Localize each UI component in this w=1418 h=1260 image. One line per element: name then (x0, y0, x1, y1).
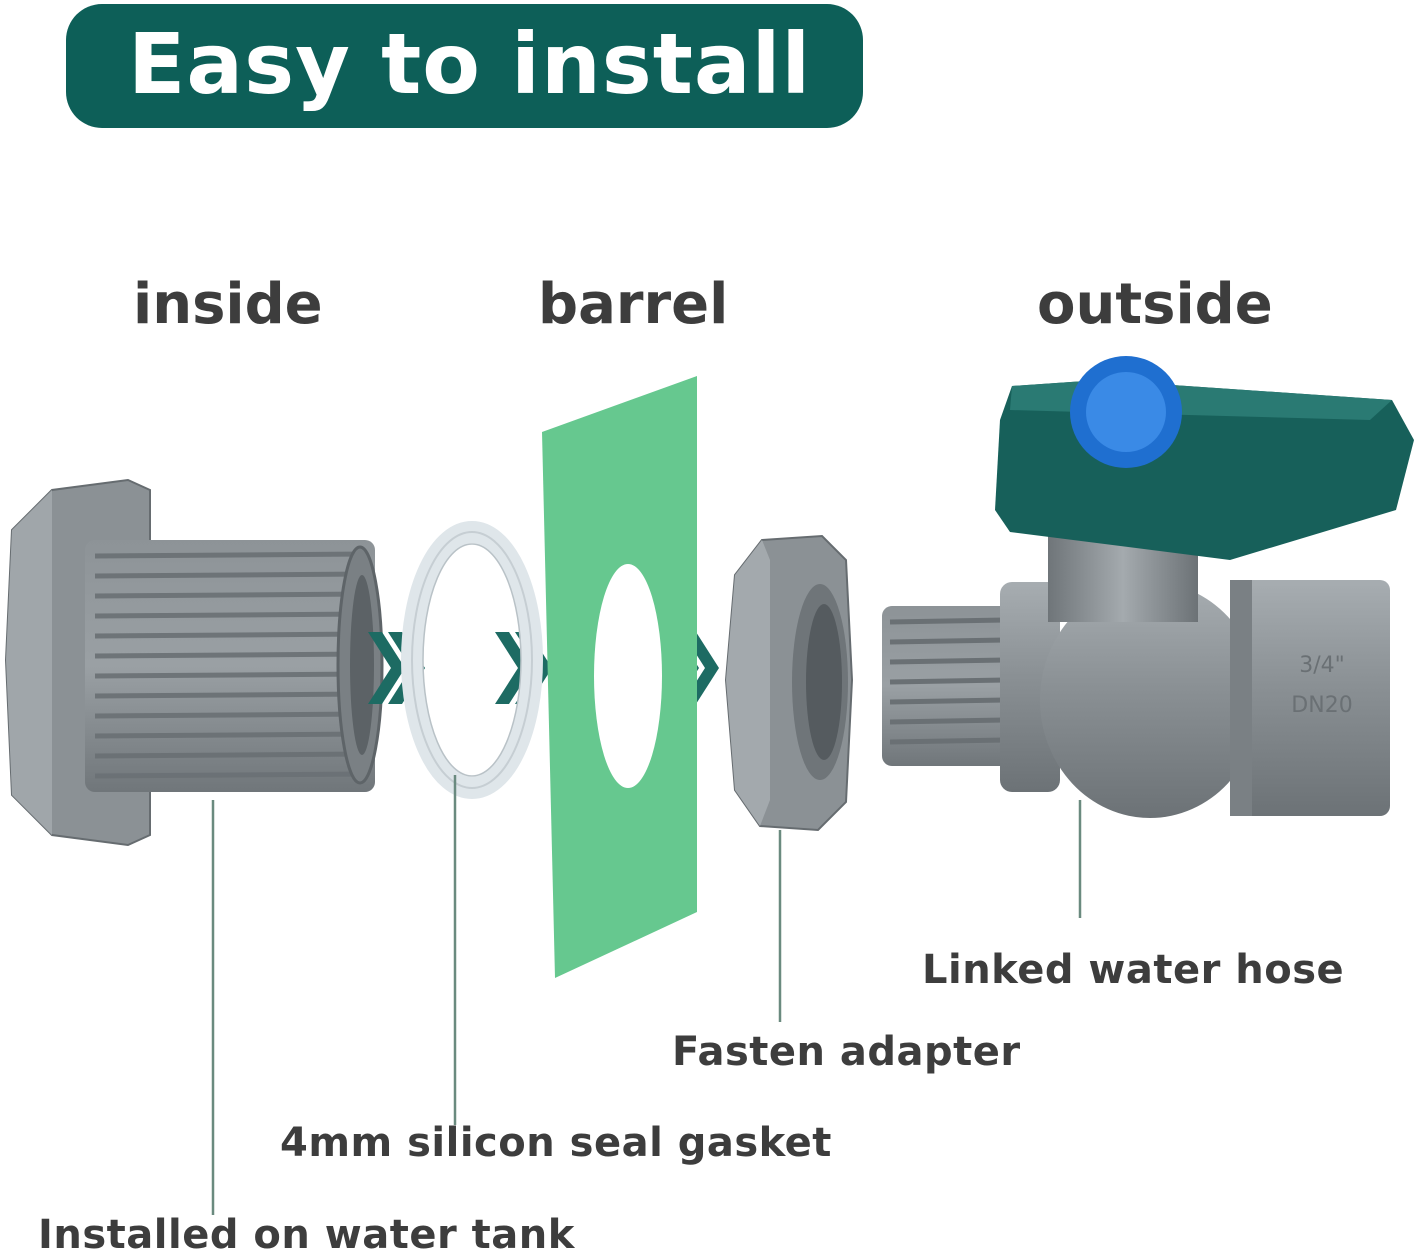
barrel-wall-panel (542, 376, 697, 978)
valve-dn-marking: DN20 (1291, 693, 1352, 718)
title-banner: Easy to install (66, 4, 863, 128)
valve-size-marking: 3/4" (1299, 653, 1345, 678)
label-silicon-seal-gasket: 4mm silicon seal gasket (280, 1120, 832, 1166)
label-linked-water-hose: Linked water hose (922, 947, 1345, 993)
heading-barrel: barrel (538, 272, 729, 337)
bulkhead-fitting (4, 478, 384, 847)
leader-lines (211, 775, 1082, 1215)
label-fasten-adapter: Fasten adapter (672, 1029, 1021, 1075)
label-installed-on-water-tank: Installed on water tank (38, 1212, 575, 1258)
heading-outside: outside (1037, 272, 1273, 337)
title: Easy to install (128, 15, 812, 113)
handle-badge-icon (1070, 356, 1182, 468)
silicone-gasket (401, 521, 543, 799)
lock-nut (724, 534, 854, 832)
ball-valve: 3/4" DN20 (882, 356, 1414, 818)
heading-inside: inside (133, 272, 323, 337)
